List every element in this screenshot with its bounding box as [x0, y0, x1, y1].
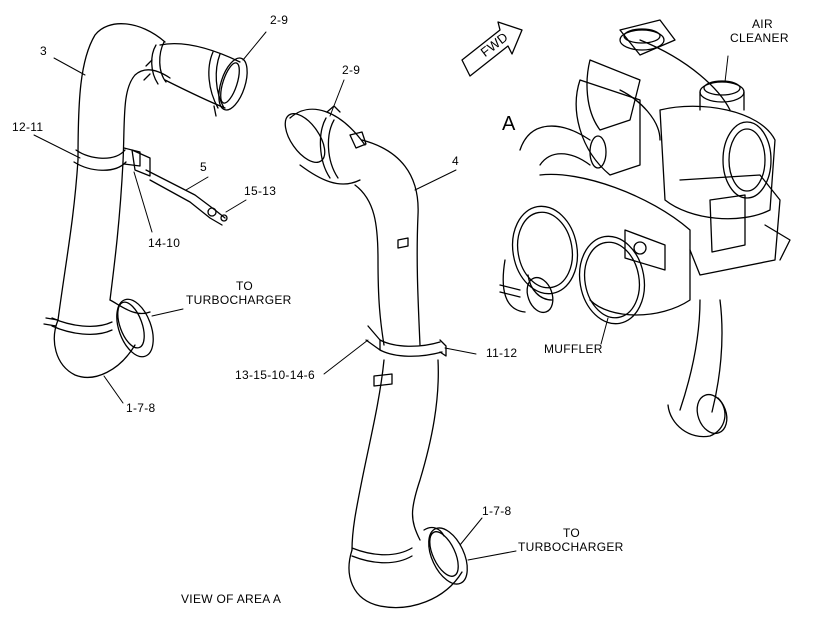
leader-lines	[33, 31, 729, 561]
callout-4: 4	[452, 154, 459, 168]
callout-11-12: 11-12	[486, 346, 518, 360]
area-a-marker: A	[502, 113, 516, 135]
callout-3: 3	[40, 44, 47, 58]
view-caption: VIEW OF AREA A	[181, 592, 282, 606]
callout-2-9-mid: 2-9	[342, 63, 361, 77]
callout-5: 5	[200, 160, 207, 174]
air-cleaner-label-line2: CLEANER	[730, 31, 789, 45]
engine-isometric-view	[461, 19, 791, 438]
callout-12-11: 12-11	[12, 120, 44, 134]
center-pipe-assembly	[284, 105, 468, 609]
to-turbocharger-left-line2: TURBOCHARGER	[186, 293, 292, 307]
callout-15-13: 15-13	[244, 184, 277, 198]
to-turbocharger-left-line1: TO	[236, 279, 254, 293]
callout-14-10: 14-10	[148, 236, 181, 250]
muffler-label: MUFFLER	[544, 342, 603, 356]
left-pipe-assembly	[43, 23, 248, 378]
air-cleaner-label-line1: AIR	[752, 17, 773, 31]
callout-13-15-10-14-6: 13-15-10-14-6	[235, 368, 315, 382]
callout-1-7-8-right: 1-7-8	[482, 504, 512, 518]
to-turbocharger-right-line1: TO	[563, 526, 581, 540]
to-turbocharger-right-line2: TURBOCHARGER	[518, 540, 624, 554]
callout-2-9-top: 2-9	[270, 13, 289, 27]
callout-1-7-8-left: 1-7-8	[126, 401, 156, 415]
